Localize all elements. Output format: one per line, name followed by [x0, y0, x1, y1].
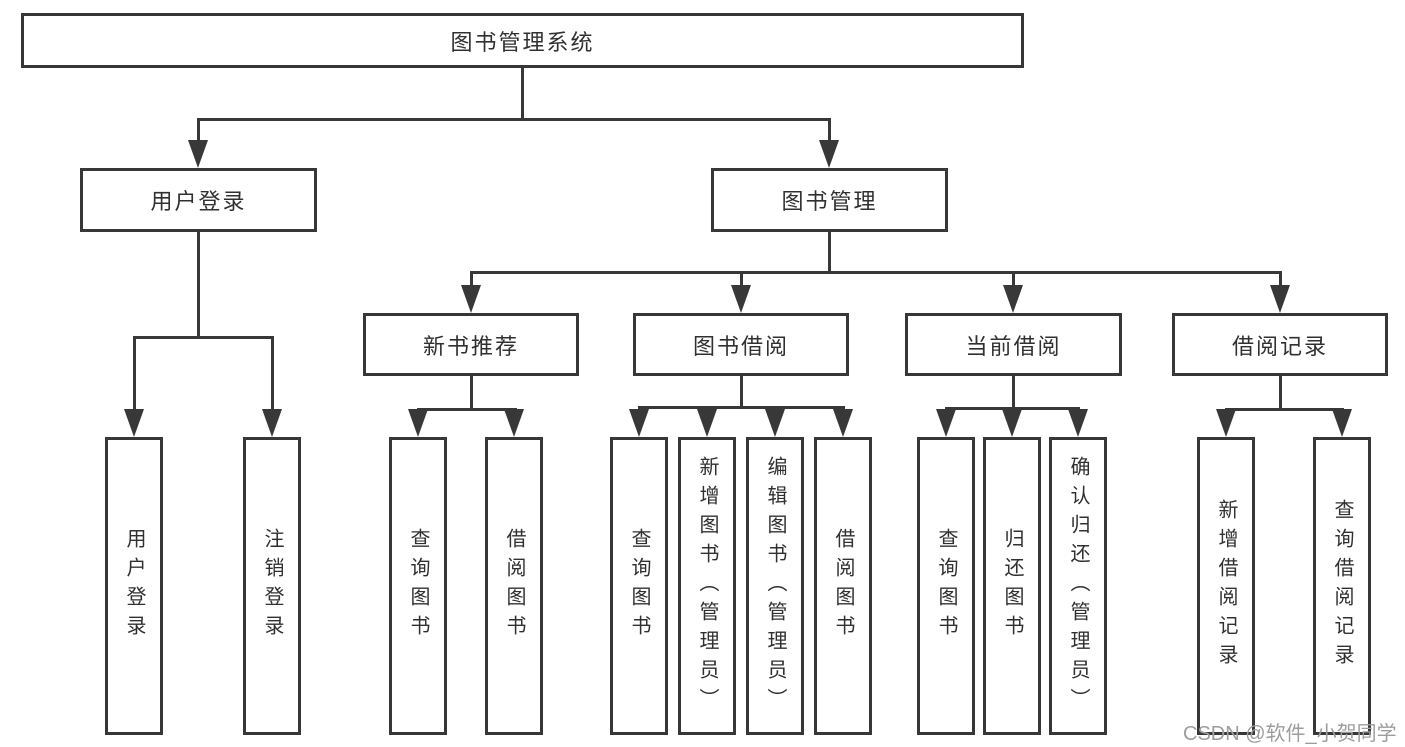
leaf-bb-query-book-label: 查询图书	[628, 528, 650, 644]
leaf-nr-query-book: 查询图书	[389, 437, 447, 735]
leaf-br-add-record: 新增借阅记录	[1197, 437, 1255, 735]
arrow-br-query-record	[1332, 409, 1352, 437]
leaf-nr-query-book-label: 查询图书	[407, 528, 429, 644]
leaf-logout-label: 注销登录	[261, 528, 283, 644]
node-borrow-records: 借阅记录	[1172, 313, 1388, 376]
arrow-bb-borrow-book	[833, 409, 853, 437]
node-user-login-label: 用户登录	[150, 189, 247, 214]
node-current-borrow-label: 当前借阅	[965, 333, 1062, 359]
arrow-leaf-user-login	[124, 409, 144, 437]
leaf-cb-query-book-label: 查询图书	[935, 528, 957, 644]
connector-br-stem	[1279, 376, 1282, 408]
arrow-leaf-logout	[262, 409, 282, 437]
leaf-cb-confirm-return: 确认归还（管理员）	[1049, 437, 1107, 735]
leaf-cb-query-book: 查询图书	[917, 437, 975, 735]
arrow-nr-borrow-book	[504, 409, 524, 437]
arrow-new-book-recommend	[461, 285, 481, 313]
leaf-nr-borrow-book-label: 借阅图书	[503, 528, 525, 644]
connector-root-stem	[521, 68, 524, 118]
leaf-cb-return-book-label: 归还图书	[1001, 528, 1023, 644]
connector-user-login-stem	[197, 232, 200, 336]
arrow-cb-return-book	[1002, 409, 1022, 437]
connector-drop-leaf-user-login	[133, 336, 136, 409]
csdn-watermark: CSDN @软件_小贺同学	[1183, 723, 1397, 745]
connector-br-hline	[1225, 408, 1344, 411]
node-book-borrow: 图书借阅	[633, 313, 849, 376]
connector-root-hline	[197, 118, 831, 121]
node-new-book-recommend-label: 新书推荐	[422, 333, 519, 359]
connector-book-mgmt-stem	[828, 232, 831, 271]
connector-cb-hline	[945, 407, 1080, 410]
connector-nr-hline	[417, 408, 517, 411]
connector-bb-hline	[638, 406, 845, 409]
connector-drop-leaf-logout	[271, 336, 274, 409]
connector-book-mgmt-hline	[470, 271, 1282, 274]
arrow-borrow-records	[1270, 285, 1290, 313]
leaf-cb-confirm-return-label: 确认归还（管理员）	[1067, 455, 1089, 717]
leaf-user-login: 用户登录	[105, 437, 163, 735]
connector-nr-stem	[470, 376, 473, 408]
arrow-current-borrow	[1003, 285, 1023, 313]
leaf-bb-add-book: 新增图书（管理员）	[678, 437, 736, 735]
node-book-borrow-label: 图书借阅	[692, 333, 789, 359]
connector-drop-book-management	[828, 118, 831, 140]
node-book-management: 图书管理	[711, 168, 948, 232]
leaf-cb-return-book: 归还图书	[983, 437, 1041, 735]
node-root: 图书管理系统	[21, 13, 1024, 68]
connector-drop-borrow-records	[1279, 271, 1282, 285]
leaf-bb-edit-book-label: 编辑图书（管理员）	[764, 455, 786, 717]
arrow-cb-confirm-return	[1068, 409, 1088, 437]
node-new-book-recommend: 新书推荐	[363, 313, 579, 376]
arrow-book-borrow	[731, 285, 751, 313]
leaf-user-login-label: 用户登录	[123, 528, 145, 644]
leaf-br-query-record-label: 查询借阅记录	[1331, 499, 1353, 673]
connector-drop-new-book-recommend	[470, 271, 473, 285]
arrow-bb-query-book	[629, 409, 649, 437]
leaf-nr-borrow-book: 借阅图书	[485, 437, 543, 735]
node-user-login: 用户登录	[80, 168, 317, 232]
connector-drop-user-login	[197, 118, 200, 140]
arrow-nr-query-book	[408, 409, 428, 437]
connector-drop-current-borrow	[1012, 271, 1015, 285]
connector-cb-stem	[1012, 376, 1015, 407]
node-current-borrow: 当前借阅	[905, 313, 1122, 376]
connector-bb-stem	[740, 376, 743, 406]
leaf-logout: 注销登录	[243, 437, 301, 735]
leaf-bb-edit-book: 编辑图书（管理员）	[746, 437, 804, 735]
arrow-br-add-record	[1216, 409, 1236, 437]
arrow-user-login	[188, 140, 208, 168]
node-book-management-label: 图书管理	[781, 189, 878, 214]
leaf-bb-query-book: 查询图书	[610, 437, 668, 735]
arrow-bb-add-book	[697, 409, 717, 437]
leaf-bb-borrow-book-label: 借阅图书	[832, 528, 854, 644]
arrow-bb-edit-book	[765, 409, 785, 437]
leaf-bb-add-book-label: 新增图书（管理员）	[696, 455, 718, 717]
node-borrow-records-label: 借阅记录	[1231, 333, 1328, 359]
connector-user-login-hline	[133, 336, 274, 339]
connector-drop-book-borrow	[740, 271, 743, 285]
leaf-bb-borrow-book: 借阅图书	[814, 437, 872, 735]
node-root-label: 图书管理系统	[450, 29, 595, 55]
leaf-br-query-record: 查询借阅记录	[1313, 437, 1371, 735]
leaf-br-add-record-label: 新增借阅记录	[1215, 499, 1237, 673]
arrow-book-management	[819, 140, 839, 168]
arrow-cb-query-book	[936, 409, 956, 437]
